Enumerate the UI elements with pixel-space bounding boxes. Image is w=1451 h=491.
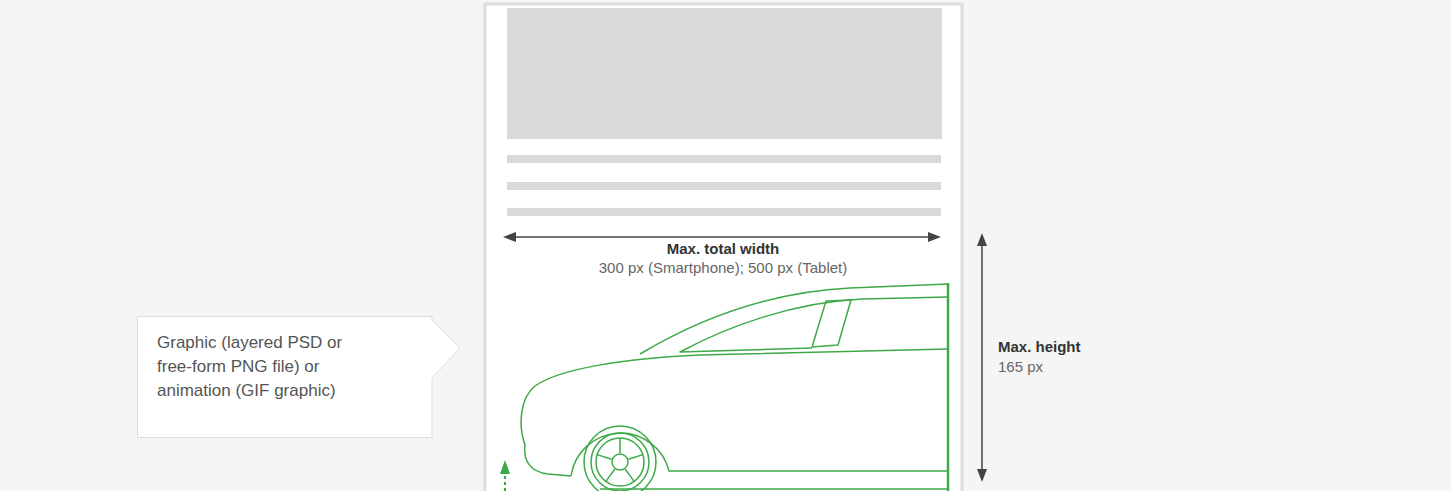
callout-text: Graphic (layered PSD or free-form PNG fi…: [157, 331, 372, 403]
car-spoke: [619, 438, 621, 453]
car-spoke: [629, 455, 643, 460]
car-outline: [521, 283, 948, 491]
phone-frame: [485, 4, 962, 491]
text-line-placeholder: [507, 155, 941, 163]
dimension-line: [981, 242, 983, 473]
height-dimension: [977, 233, 987, 482]
car-sill: [600, 488, 948, 490]
arrow-head: [928, 232, 941, 242]
car-rim: [596, 438, 644, 486]
arrow-head: [977, 469, 987, 482]
callout-box: Graphic (layered PSD or free-form PNG fi…: [137, 316, 462, 438]
dashed-line: [504, 474, 506, 491]
car-spoke: [625, 469, 634, 481]
car-spoke: [597, 455, 611, 460]
car-spoke: [606, 469, 615, 481]
dimension-title: Max. total width: [667, 240, 780, 258]
car-roof: [640, 284, 948, 354]
car-edge: [947, 283, 950, 491]
car-body: [521, 349, 948, 476]
car-window: [680, 297, 948, 352]
text-line-placeholder: [507, 208, 941, 216]
callout-shape: [138, 317, 461, 438]
scroll-arrow: [500, 460, 510, 491]
dimension-line: [512, 236, 932, 238]
car-hub: [612, 454, 628, 470]
dimension-value: 165 px: [998, 358, 1043, 376]
arrow-head: [500, 460, 510, 474]
dimension-value: 300 px (Smartphone); 500 px (Tablet): [599, 259, 847, 277]
image-placeholder: [507, 8, 942, 139]
arrow-head: [977, 233, 987, 246]
car-tire: [584, 426, 656, 491]
dimension-title: Max. height: [998, 338, 1081, 356]
car-rim: [591, 433, 649, 491]
car-pillar: [812, 300, 851, 347]
text-line-placeholder: [507, 182, 941, 190]
arrow-head: [503, 232, 516, 242]
